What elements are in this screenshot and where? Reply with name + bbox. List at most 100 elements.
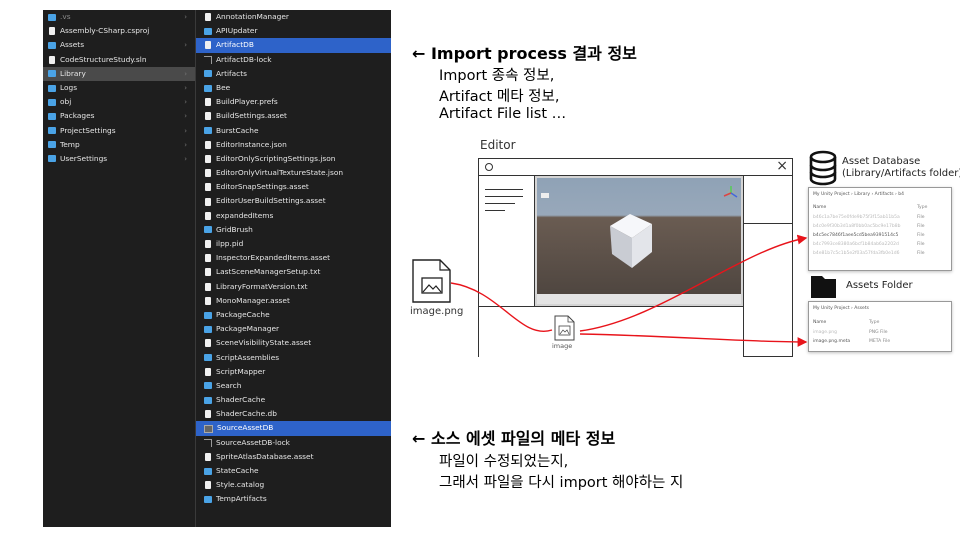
finder-item-label: ScriptMapper [216,366,266,376]
finder-item-search[interactable]: Search [196,379,391,393]
image-file-icon [412,259,451,303]
finder-item-statecache[interactable]: StateCache [196,464,391,478]
editor-titlebar: × [479,158,792,176]
finder-item-annotationmanager[interactable]: AnnotationManager [196,10,391,24]
file-icon [205,452,211,461]
inspector-panel [743,176,792,356]
finder-item-logs[interactable]: Logs› [43,81,195,95]
finder-item-inspectorexpandeditems-asset[interactable]: InspectorExpandedItems.asset [196,251,391,265]
finder-item-obj[interactable]: obj› [43,95,195,109]
finder-item-monomanager-asset[interactable]: MonoManager.asset [196,294,391,308]
finder-item-label: GridBrush [216,224,253,234]
finder-item-artifactdb[interactable]: ArtifactDB [196,38,391,53]
inspector-header-box [744,176,792,224]
finder-item-vs[interactable]: .vs› [43,10,195,24]
arrow-to-assets-folder [579,333,808,347]
finder-item-sourceassetdb-lock[interactable]: SourceAssetDB-lock [196,436,391,450]
chevron-right-icon: › [184,126,187,135]
file-icon [205,268,211,277]
assets-folder-col-name: Name [813,320,827,325]
finder-item-editoruserbuildsettings-asset[interactable]: EditorUserBuildSettings.asset [196,194,391,208]
finder-item-style-catalog[interactable]: Style.catalog [196,478,391,492]
file-icon [205,481,211,490]
finder-item-codestructurestudy-sln[interactable]: CodeStructureStudy.sln [43,53,195,67]
finder-item-buildsettings-asset[interactable]: BuildSettings.asset [196,109,391,123]
finder-item-label: expandedItems [216,210,274,220]
finder-item-label: EditorInstance.json [216,139,287,149]
finder-item-scriptmapper[interactable]: ScriptMapper [196,365,391,379]
finder-item-assembly-csharp-csproj[interactable]: Assembly-CSharp.csproj [43,24,195,38]
panel-row-type: META File [869,339,891,344]
finder-item-temp[interactable]: Temp› [43,138,195,152]
asset-label: image [552,342,573,350]
file-icon [205,98,211,107]
finder-item-editoronlyvirtualtexturestate-json[interactable]: EditorOnlyVirtualTextureState.json [196,166,391,180]
finder-item-libraryformatversion-txt[interactable]: LibraryFormatVersion.txt [196,280,391,294]
assets-folder-breadcrumb: My Unity Project › Assets [813,306,869,311]
chevron-right-icon: › [184,112,187,121]
finder-item-projectsettings[interactable]: ProjectSettings› [43,124,195,138]
chevron-right-icon: › [184,83,187,92]
finder-item-label: SpriteAtlasDatabase.asset [216,451,314,461]
finder-item-artifactdb-lock[interactable]: ArtifactDB-lock [196,53,391,67]
finder-item-packagemanager[interactable]: PackageManager [196,322,391,336]
finder-item-scenevisibilitystate-asset[interactable]: SceneVisibilityState.asset [196,336,391,350]
panel-row-type: File [917,251,925,256]
file-icon [205,240,211,249]
finder-item-tempartifacts[interactable]: TempArtifacts [196,492,391,506]
finder-item-shadercache[interactable]: ShaderCache [196,393,391,407]
finder-item-usersettings[interactable]: UserSettings› [43,152,195,166]
finder-item-label: Library [60,68,86,78]
asset-db-col-name: Name [813,205,827,210]
finder-item-bee[interactable]: Bee [196,81,391,95]
finder-item-apiupdater[interactable]: APIUpdater [196,24,391,38]
alias-icon [204,438,212,447]
asset-db-panel: My Unity Project › Library › Artifacts ›… [808,187,952,271]
finder-item-library[interactable]: Library› [43,66,195,81]
finder-item-sourceassetdb[interactable]: SourceAssetDB [196,421,391,436]
finder-item-lastscenemanagersetup-txt[interactable]: LastSceneManagerSetup.txt [196,265,391,279]
finder-item-label: Style.catalog [216,480,265,490]
import-line-1: Import 종속 정보, [439,68,555,84]
finder-item-expandeditems[interactable]: expandedItems [196,209,391,223]
folder-icon [48,13,56,21]
finder-item-gridbrush[interactable]: GridBrush [196,223,391,237]
assets-folder-title: Assets Folder [846,280,913,291]
panel-row-name: image.png [813,330,838,335]
finder-item-scriptassemblies[interactable]: ScriptAssemblies [196,351,391,365]
finder-item-burstcache[interactable]: BurstCache [196,124,391,138]
folder-icon [204,495,212,503]
finder-item-ilpp-pid[interactable]: ilpp.pid [196,237,391,251]
finder-item-spriteatlasdatabase-asset[interactable]: SpriteAtlasDatabase.asset [196,450,391,464]
source-asset-title: ← 소스 에셋 파일의 메타 정보 [412,429,616,448]
finder-item-label: ArtifactDB-lock [216,54,272,64]
finder-item-label: PackageCache [216,309,270,319]
finder-item-editoronlyscriptingsettings-json[interactable]: EditorOnlyScriptingSettings.json [196,152,391,166]
folder-icon [48,70,56,78]
import-line-3: Artifact File list … [439,106,567,122]
close-icon[interactable]: × [776,158,788,174]
database-file-icon [204,424,213,433]
chevron-right-icon: › [184,154,187,163]
finder-item-label: TempArtifacts [216,494,267,504]
finder-item-label: obj [60,97,72,107]
source-line-2: 그래서 파일을 다시 import 해야하는 지 [439,475,684,491]
finder-item-editorinstance-json[interactable]: EditorInstance.json [196,138,391,152]
finder-item-label: Assembly-CSharp.csproj [60,26,150,36]
arrow-image-to-project [450,282,553,333]
finder-item-artifacts[interactable]: Artifacts [196,67,391,81]
finder-item-packagecache[interactable]: PackageCache [196,308,391,322]
finder-item-packages[interactable]: Packages› [43,109,195,123]
finder-item-editorsnapsettings-asset[interactable]: EditorSnapSettings.asset [196,180,391,194]
finder-item-label: Artifacts [216,68,247,78]
finder-item-buildplayer-prefs[interactable]: BuildPlayer.prefs [196,95,391,109]
finder-item-shadercache-db[interactable]: ShaderCache.db [196,407,391,421]
finder-item-label: EditorUserBuildSettings.asset [216,196,326,206]
finder-item-label: PackageManager [216,324,280,334]
file-icon [205,112,211,121]
cube-icon [610,214,652,268]
finder-item-assets[interactable]: Assets› [43,38,195,52]
file-icon [205,296,211,305]
panel-row-type: File [917,233,925,238]
